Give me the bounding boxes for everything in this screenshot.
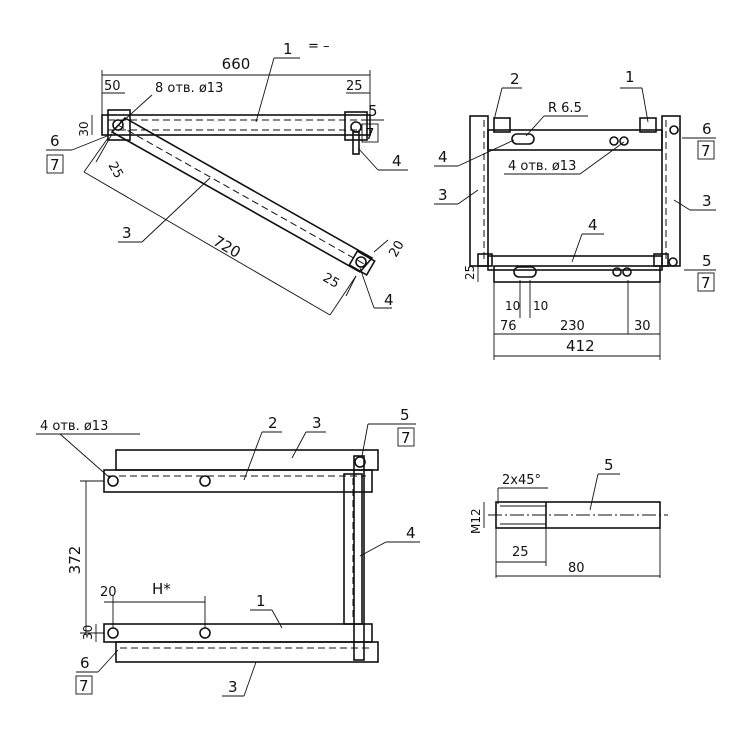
bolt-hole — [107, 475, 119, 487]
bolt-hole — [609, 136, 619, 146]
label-3-left: 3 — [438, 186, 448, 204]
dim-660: 660 — [222, 55, 251, 73]
dim-20: 20 — [386, 238, 407, 260]
label-6-sub: 7 — [79, 677, 89, 695]
horizontal-bar — [101, 114, 371, 136]
dim-h: H* — [152, 580, 171, 598]
dim-230: 230 — [560, 319, 585, 334]
label-3-bottom: 3 — [228, 678, 238, 696]
label-4: 4 — [392, 152, 402, 170]
dim-372: 372 — [66, 546, 84, 575]
dim-20: 20 — [100, 585, 117, 600]
radius-note: R 6.5 — [548, 101, 582, 116]
dim-25-right: 25 — [346, 79, 363, 94]
thread-note: M12 — [469, 508, 483, 534]
dim-30: 30 — [634, 319, 651, 334]
detail-view: 2x45° 5 M12 25 80 — [469, 456, 668, 578]
dim-720: 720 — [210, 232, 244, 262]
bolt-hole — [355, 256, 367, 268]
bolt — [352, 131, 360, 155]
label-3-right: 3 — [702, 192, 712, 210]
label-4: 4 — [406, 524, 416, 542]
bolt-hole — [668, 257, 678, 267]
bottom-beam — [103, 623, 373, 643]
bottom-left-view: 4 отв. ø13 2 3 5 7 4 372 20 H* 1 — [36, 406, 420, 697]
label-6: 6 — [702, 120, 712, 138]
dim-25: 25 — [512, 545, 529, 560]
bolt-hole — [669, 125, 679, 135]
lower-plate — [348, 249, 376, 277]
top-crossbar — [487, 129, 663, 151]
label-3-top: 3 — [312, 414, 322, 432]
holes-note: 4 отв. ø13 — [40, 419, 108, 434]
clip — [493, 117, 511, 133]
clip — [653, 253, 669, 267]
label-1: 1 — [283, 40, 293, 58]
top-left-view: 660 50 8 отв. ø13 25 30 1 = – 5 7 4 6 7 — [46, 39, 408, 316]
top-beam-back — [115, 449, 379, 471]
label-2: 2 — [510, 70, 520, 88]
bolt-hole — [112, 119, 124, 131]
label-6: 6 — [50, 132, 60, 150]
top-beam — [103, 469, 373, 493]
label-5: 5 — [604, 456, 614, 474]
label-6-sub: 7 — [50, 156, 60, 174]
dim-412: 412 — [566, 337, 595, 355]
bolt-hole — [612, 267, 622, 277]
bolt-hole — [199, 475, 211, 487]
label-4-left: 4 — [438, 148, 448, 166]
slot — [513, 266, 537, 278]
stray-marks: = – — [308, 39, 330, 54]
side-rod — [353, 455, 365, 661]
dim-25: 25 — [463, 265, 477, 280]
clip — [639, 117, 657, 133]
holes-note: 4 отв. ø13 — [508, 159, 576, 174]
label-5-sub: 7 — [365, 125, 375, 143]
bolt-hole — [354, 456, 366, 468]
label-5-sub: 7 — [701, 274, 711, 292]
label-5: 5 — [368, 102, 378, 120]
label-3: 3 — [122, 224, 132, 242]
holes-note: 8 отв. ø13 — [155, 81, 223, 96]
dim-25-lower: 25 — [320, 270, 342, 291]
end-plate-right — [344, 111, 368, 141]
dim-25-diag: 25 — [105, 160, 126, 182]
bottom-beam-back — [115, 641, 379, 663]
label-5: 5 — [400, 406, 410, 424]
label-2: 2 — [268, 414, 278, 432]
label-4-bottom: 4 — [588, 216, 598, 234]
top-right-view: 2 1 R 6.5 4 4 отв. ø13 6 7 3 3 4 5 7 — [434, 68, 716, 360]
label-1: 1 — [625, 68, 635, 86]
end-plate-left — [107, 109, 131, 141]
label-5-sub: 7 — [401, 429, 411, 447]
label-5: 5 — [702, 252, 712, 270]
label-6: 6 — [80, 654, 90, 672]
bottom-plate — [493, 265, 661, 283]
bolt-hole — [107, 627, 119, 639]
dim-80: 80 — [568, 561, 585, 576]
diagonal-bar — [110, 116, 374, 274]
dim-10a: 10 — [505, 299, 520, 313]
label-1: 1 — [256, 592, 266, 610]
side-bar-right — [661, 115, 681, 267]
dim-76: 76 — [500, 319, 517, 334]
label-6-sub: 7 — [701, 142, 711, 160]
bolt-hole — [619, 136, 629, 146]
dim-10b: 10 — [533, 299, 548, 313]
bolt-hole — [622, 267, 632, 277]
dim-50: 50 — [104, 79, 121, 94]
slot — [511, 133, 535, 145]
dim-30: 30 — [81, 625, 95, 640]
label-4-lower: 4 — [384, 291, 394, 309]
bottom-crossbar — [487, 255, 663, 271]
clip — [477, 253, 493, 267]
dim-30: 30 — [77, 121, 91, 136]
chamfer-note: 2x45° — [502, 473, 541, 488]
bolt-hole — [199, 627, 211, 639]
side-bar-left — [469, 115, 489, 267]
